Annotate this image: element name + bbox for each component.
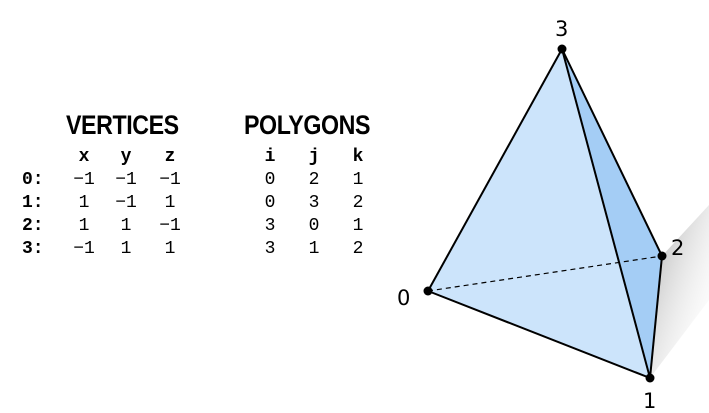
- vertex-x: 1: [78, 216, 90, 236]
- vertices-heading: VERTICES: [66, 110, 179, 140]
- vertex-label: 1:: [22, 193, 44, 213]
- vertices-col-y: y: [120, 147, 132, 167]
- polygons-col-i: i: [264, 147, 276, 167]
- polygon-i: 0: [264, 193, 276, 213]
- polygons-heading: POLYGONS: [244, 110, 371, 140]
- vertex-label-3: 3: [555, 17, 568, 41]
- polygon-j: 1: [308, 239, 320, 259]
- hidden-edge-0-2: [427, 255, 663, 292]
- vertex-z: 1: [164, 193, 176, 213]
- vertex-row-1: 1: 1 −1 1: [22, 192, 192, 215]
- vertex-label: 2:: [22, 216, 44, 236]
- vertex-y: −1: [115, 193, 137, 213]
- polygon-k: 2: [352, 193, 364, 213]
- polygons-table: i j k 0 2 1 0 3 2 3 0 1 3 1 2: [248, 146, 380, 261]
- polygon-row-1: 0 3 2: [248, 192, 380, 215]
- vertex-dot-1: [645, 373, 655, 383]
- vertex-x: −1: [73, 239, 95, 259]
- vertex-y: −1: [115, 170, 137, 190]
- vertex-z: 1: [164, 239, 176, 259]
- vertices-header-row: x y z: [22, 146, 192, 169]
- polygon-k: 1: [352, 216, 364, 236]
- vertex-label-0: 0: [397, 286, 410, 310]
- vertices-table: x y z 0: −1 −1 −1 1: 1 −1 1 2: 1 1 −1 3:…: [22, 146, 192, 261]
- polygon-j: 3: [308, 193, 320, 213]
- vertex-dot-3: [557, 44, 567, 54]
- drop-shadow: [650, 205, 709, 378]
- vertex-label-2: 2: [671, 236, 684, 260]
- polygon-row-2: 3 0 1: [248, 215, 380, 238]
- polygons-col-j: j: [308, 147, 320, 167]
- edge-0-3: [427, 48, 563, 292]
- polygon-j: 0: [308, 216, 320, 236]
- vertices-col-z: z: [164, 147, 176, 167]
- edge-0-1: [427, 290, 651, 379]
- polygons-header-row: i j k: [248, 146, 380, 169]
- vertex-row-2: 2: 1 1 −1: [22, 215, 192, 238]
- vertex-z: −1: [159, 170, 181, 190]
- polygon-i: 0: [264, 170, 276, 190]
- vertex-label: 3:: [22, 239, 44, 259]
- edge-3-2: [561, 48, 663, 257]
- edge-2-1: [649, 255, 663, 379]
- vertex-label-1: 1: [643, 389, 656, 413]
- vertex-dot-0: [423, 286, 433, 296]
- polygon-i: 3: [264, 239, 276, 259]
- vertex-z: −1: [159, 216, 181, 236]
- vertex-x: −1: [73, 170, 95, 190]
- polygon-row-3: 3 1 2: [248, 238, 380, 261]
- face-right: [562, 49, 662, 378]
- polygons-col-k: k: [352, 147, 364, 167]
- polygon-i: 3: [264, 216, 276, 236]
- polygon-j: 2: [308, 170, 320, 190]
- vertex-row-3: 3: −1 1 1: [22, 238, 192, 261]
- polygon-row-0: 0 2 1: [248, 169, 380, 192]
- polygon-k: 2: [352, 239, 364, 259]
- vertex-label: 0:: [22, 170, 44, 190]
- face-left: [428, 49, 650, 378]
- edge-3-1: [561, 48, 651, 379]
- vertex-y: 1: [120, 216, 132, 236]
- vertex-y: 1: [120, 239, 132, 259]
- vertex-dot-2: [657, 251, 667, 261]
- vertex-x: 1: [78, 193, 90, 213]
- vertices-col-x: x: [78, 147, 90, 167]
- polygon-k: 1: [352, 170, 364, 190]
- vertex-row-0: 0: −1 −1 −1: [22, 169, 192, 192]
